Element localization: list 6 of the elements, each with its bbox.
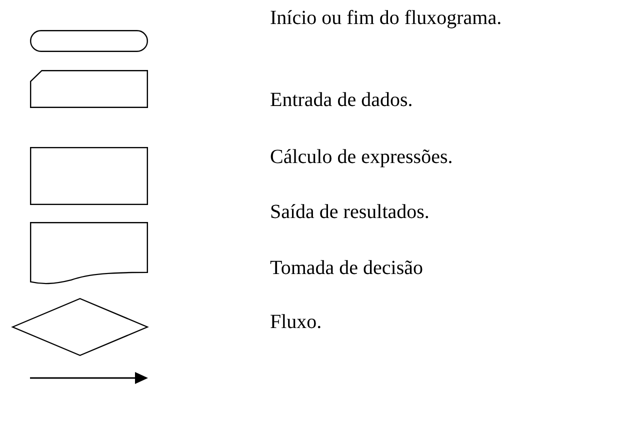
legend-text: Início ou fim do fluxograma. [270, 6, 502, 30]
legend-text: Saída de resultados. [270, 200, 430, 224]
legend-text: Entrada de dados. [270, 88, 413, 112]
legend-text: Fluxo. [270, 310, 322, 334]
legend-text: Tomada de decisão [270, 256, 423, 280]
legend-text: Cálculo de expressões. [270, 145, 453, 169]
